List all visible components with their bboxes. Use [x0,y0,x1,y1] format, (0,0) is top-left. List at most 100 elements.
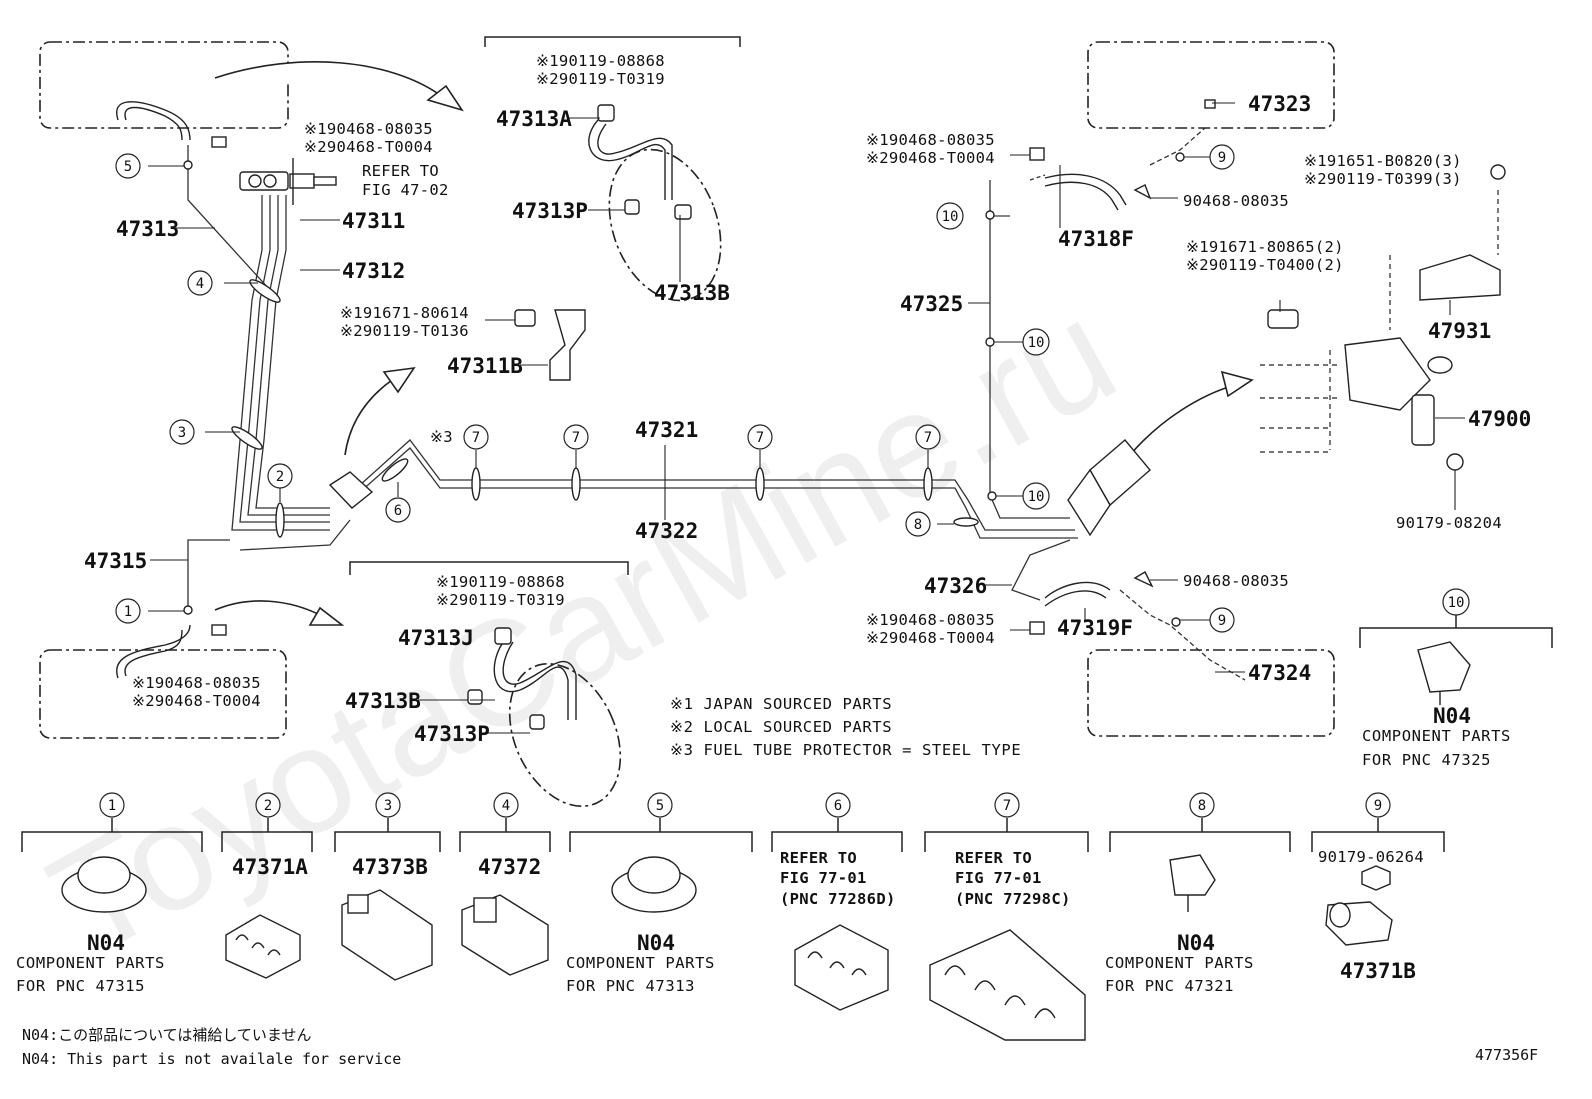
legend-callout-5: 5 [656,798,664,814]
part-47318F: 47318F [1058,227,1134,251]
legend-callout-6: 6 [834,798,842,814]
note-steel: ※3 FUEL TUBE PROTECTOR = STEEL TYPE [670,741,1021,759]
direction-arrows [214,61,1254,626]
ref-6b: ※290468-T0004 [866,149,995,167]
top-left-frame [39,41,289,129]
callout-9a: 9 [1218,150,1226,166]
legend-callout-7: 7 [1003,798,1011,814]
ref-9a: ※190468-08035 [866,611,995,629]
part-47313J: 47313J [398,626,474,650]
callout-10d: 10 [1448,595,1465,611]
refer-fig-label: FIG 47-02 [362,181,449,199]
flex-hoses [115,101,1127,720]
part-47322: 47322 [635,519,698,543]
part-47373B: 47373B [352,855,428,879]
part-47323: 47323 [1248,92,1311,116]
ref-8b: ※290119-T0400(2) [1186,256,1344,274]
ref-3b: ※290119-T0136 [340,322,469,340]
for-pnc-47321: FOR PNC 47321 [1105,977,1234,995]
callout-4: 4 [196,276,204,292]
part-47313A: 47313A [496,107,572,131]
part-47372: 47372 [478,855,541,879]
hardware-parts [211,99,1506,730]
ref-9b: ※290468-T0004 [866,629,995,647]
ref-1a: ※190468-08035 [304,120,433,138]
ref-7b: ※290119-T0399(3) [1304,170,1462,188]
ref-5a: ※190119-08868 [436,573,565,591]
part-47900: 47900 [1468,407,1531,431]
ref-6a: ※190468-08035 [866,131,995,149]
part-47371B: 47371B [1340,959,1416,983]
callout-10a: 10 [942,209,959,225]
refer-to-7: REFER TO [955,849,1032,867]
part-47319F: 47319F [1057,616,1133,640]
for-pnc-47315: FOR PNC 47315 [16,977,145,995]
part-90179-08204: 90179-08204 [1396,514,1502,532]
part-90179-06264: 90179-06264 [1318,848,1424,866]
callout-7c: 7 [756,430,764,446]
callout-10c: 10 [1028,489,1045,505]
legend-callout-8: 8 [1198,798,1206,814]
part-47312: 47312 [342,259,405,283]
callout-7b: 7 [572,430,580,446]
callout-10b: 10 [1028,335,1045,351]
ref-4a: ※190468-08035 [132,674,261,692]
bottom-left-frame [39,649,287,739]
ref-5b: ※290119-T0319 [436,591,565,609]
footnote-english: N04: This part is not availale for servi… [22,1050,401,1068]
ref-3a: ※191671-80614 [340,304,469,322]
note-local: ※2 LOCAL SOURCED PARTS [670,718,892,736]
part-47321: 47321 [635,418,698,442]
callout-circles [99,144,1470,818]
part-47931: 47931 [1428,319,1491,343]
ref-2b: ※290119-T0319 [536,70,665,88]
part-47311: 47311 [342,209,405,233]
pnc-77286d: (PNC 77286D) [780,890,896,908]
callout-6: 6 [394,503,402,519]
n04-label-5: N04 [637,931,675,955]
part-47313: 47313 [116,217,179,241]
callout-9b: 9 [1218,613,1226,629]
legend-part-drawings [61,641,1471,1041]
callout-2: 2 [276,469,284,485]
part-47324: 47324 [1248,661,1311,685]
part-47313B-lower: 47313B [345,689,421,713]
refer-to-6: REFER TO [780,849,857,867]
legend-callout-3: 3 [384,798,392,814]
figure-number: 477356F [1475,1046,1538,1064]
component-parts-5: COMPONENT PARTS [566,954,715,972]
part-90468-08035-upper: 90468-08035 [1183,192,1289,210]
part-47325: 47325 [900,292,963,316]
pnc-77298c: (PNC 77298C) [955,890,1071,908]
part-47371A: 47371A [232,855,308,879]
fig-77-01-7: FIG 77-01 [955,869,1042,887]
component-parts-8: COMPONENT PARTS [1105,954,1254,972]
fig-77-01-6: FIG 77-01 [780,869,867,887]
callout-3: 3 [178,425,186,441]
legend-callout-1: 1 [108,798,116,814]
callout-5: 5 [124,159,132,175]
callout-7a: 7 [472,430,480,446]
part-90468-08035-lower: 90468-08035 [1183,572,1289,590]
legend-callout-9: 9 [1374,798,1382,814]
part-47311B: 47311B [447,354,523,378]
ref-7a: ※191651-B0820(3) [1304,152,1462,170]
part-47315: 47315 [84,549,147,573]
component-parts-1: COMPONENT PARTS [16,954,165,972]
group-brackets [21,36,1553,852]
for-pnc-47325: FOR PNC 47325 [1362,751,1491,769]
for-pnc-47313: FOR PNC 47313 [566,977,695,995]
leader-dashes [1260,190,1499,453]
ref-4b: ※290468-T0004 [132,692,261,710]
part-47313P-lower: 47313P [414,722,490,746]
legend-callout-2: 2 [264,798,272,814]
n04-label-10: N04 [1433,704,1471,728]
leader-lines [148,102,1465,734]
part-47313P: 47313P [512,199,588,223]
ref-2a: ※190119-08868 [536,52,665,70]
callout-7d: 7 [924,430,932,446]
n04-label-8: N04 [1177,931,1215,955]
detail-ellipse-bottom [508,663,622,807]
footnote-japanese: N04:この部品については補給していません [22,1026,311,1044]
refer-to-label: REFER TO [362,162,439,180]
